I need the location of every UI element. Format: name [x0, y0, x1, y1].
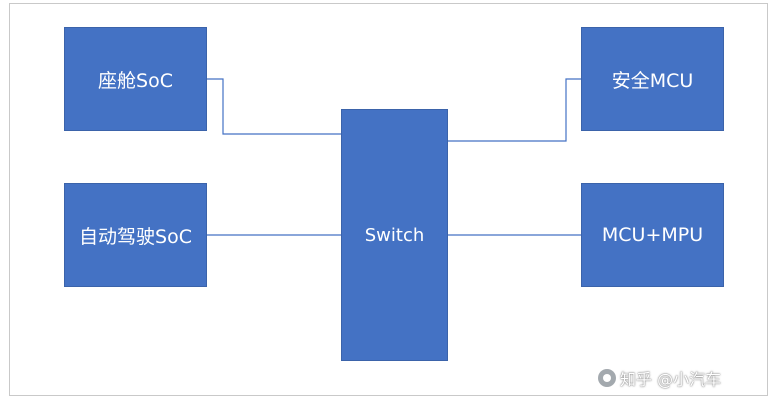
- watermark-text: 知乎 @小汽车: [620, 370, 722, 389]
- node-safety-mcu-label: 安全MCU: [611, 69, 694, 92]
- node-safety-mcu: 安全MCU: [581, 27, 724, 131]
- node-switch-label: Switch: [364, 224, 425, 246]
- zhihu-logo-icon: [598, 369, 616, 387]
- node-mcu-mpu-label: MCU+MPU: [601, 224, 704, 246]
- node-adas-soc: 自动驾驶SoC: [64, 183, 207, 287]
- node-cockpit-soc: 座舱SoC: [64, 27, 207, 131]
- node-cockpit-soc-label: 座舱SoC: [98, 69, 173, 92]
- node-mcu-mpu: MCU+MPU: [581, 183, 724, 287]
- edge-switch-to-safety: [448, 78, 581, 142]
- edge-cockpit-to-switch: [207, 78, 341, 135]
- node-adas-soc-label: 自动驾驶SoC: [79, 225, 192, 248]
- watermark: 知乎 @小汽车: [598, 366, 721, 390]
- node-switch: Switch: [341, 109, 448, 361]
